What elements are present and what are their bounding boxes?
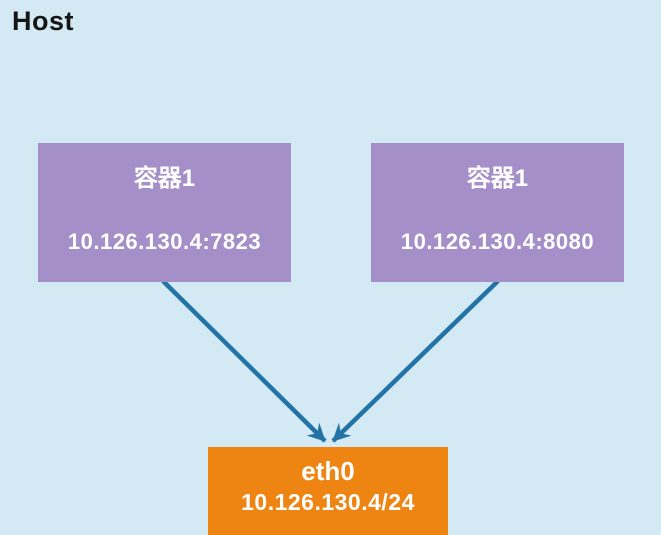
container-1-name: 容器1 — [133, 165, 196, 192]
container-1-address: 10.126.130.4:7823 — [67, 229, 262, 254]
arrow-container2-to-eth0 — [331, 279, 500, 443]
container-2-name: 容器1 — [466, 165, 529, 192]
eth0-box: eth0 10.126.130.4/24 — [208, 447, 448, 535]
container-2-address: 10.126.130.4:8080 — [400, 229, 595, 254]
arrow-container1-to-eth0 — [161, 279, 327, 443]
container-box-2: 容器1 10.126.130.4:8080 — [371, 143, 624, 282]
eth0-name: eth0 — [301, 456, 355, 486]
host-label: Host — [12, 6, 74, 36]
container-box-1: 容器1 10.126.130.4:7823 — [38, 143, 291, 282]
eth0-address: 10.126.130.4/24 — [241, 489, 415, 515]
